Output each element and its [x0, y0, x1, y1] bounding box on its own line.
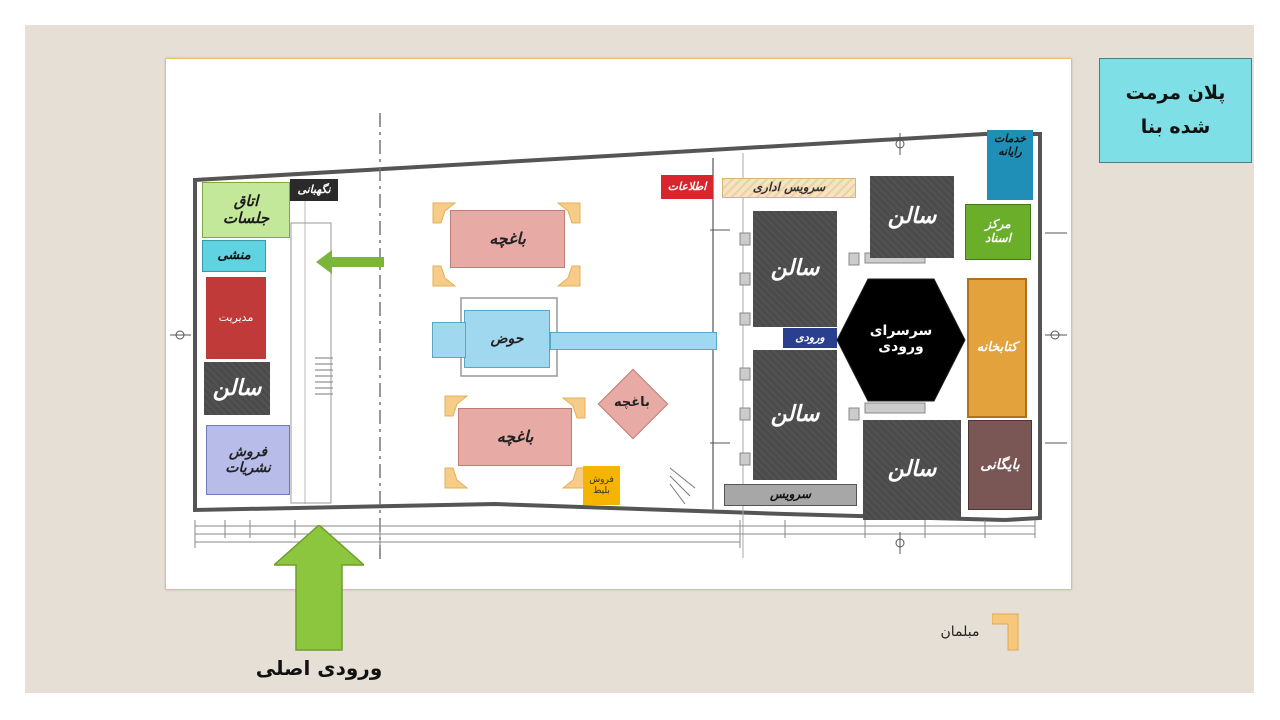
publications-sale-room: فروش نشریات [206, 425, 290, 495]
archive-room: بایگانی [968, 420, 1032, 510]
secretary-room: منشی [202, 240, 266, 272]
computer-services: خدمات رایانه [987, 130, 1033, 200]
library-room: کتابخانه [967, 278, 1027, 418]
garden-top: باغچه [450, 210, 565, 268]
hall-left: سالن [204, 362, 270, 415]
entrance-arrow-icon [316, 250, 384, 274]
meeting-room: اتاق جلسات [202, 182, 290, 238]
pool: حوض [464, 310, 550, 368]
pool-channel [550, 332, 717, 350]
guard-room: نگهبانی [290, 179, 338, 201]
plan-title-line1: پلان مرمت [1125, 82, 1226, 105]
garden-bottom: باغچه [458, 408, 572, 466]
furniture-legend-icon [992, 613, 1019, 651]
entrance-lobby-shape [836, 278, 966, 402]
management-room: مدیریت [206, 277, 266, 359]
main-entrance-label: ورودی اصلی [255, 656, 383, 680]
hall-center-top: سالن [753, 211, 837, 327]
hall-right-bottom: سالن [863, 420, 961, 520]
entrance-corridor: ورودی [783, 328, 837, 348]
garden-diamond-label: باغچه [614, 394, 650, 410]
information-desk: اطلاعات [661, 175, 713, 199]
service-room: سرویس [724, 484, 857, 506]
admin-service: سرویس اداری [722, 178, 856, 198]
ticket-sale-booth: فروش بلیط [583, 466, 620, 505]
hall-center-bottom: سالن [753, 350, 837, 480]
plan-title-box: پلان مرمت شده بنا [1099, 58, 1252, 163]
pool-left-basin [432, 322, 466, 358]
document-center: مرکز اسناد [965, 204, 1031, 260]
furniture-legend-label: مبلمان [940, 624, 980, 640]
main-entrance-arrow-icon [274, 525, 364, 651]
hall-right-top: سالن [870, 176, 954, 258]
plan-title-line2: شده بنا [1140, 115, 1211, 138]
entrance-lobby-label: سرسرای ورودی [869, 322, 933, 355]
